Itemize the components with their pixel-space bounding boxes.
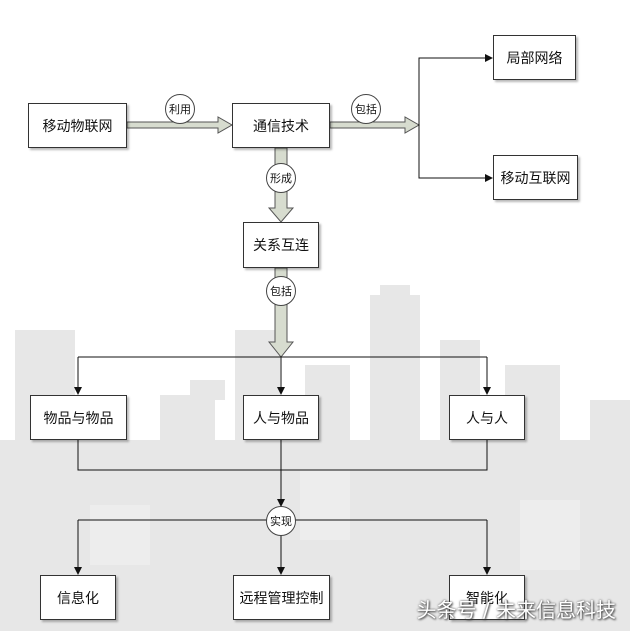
node-thing-thing: 物品与物品 bbox=[30, 395, 127, 440]
edge-label-realize: 实现 bbox=[266, 506, 296, 536]
node-remote-control: 远程管理控制 bbox=[233, 575, 330, 620]
connector-to-mobile-internet bbox=[418, 125, 493, 182]
node-mobile-internet: 移动互联网 bbox=[493, 155, 578, 200]
node-lan: 局部网络 bbox=[493, 35, 576, 80]
node-intelligence: 智能化 bbox=[449, 575, 525, 620]
block-arrow-iot-to-comm bbox=[126, 116, 234, 134]
block-arrow-comm-to-split bbox=[329, 116, 421, 134]
node-comm-tech: 通信技术 bbox=[232, 103, 330, 148]
edge-label-form: 形成 bbox=[266, 163, 296, 193]
edge-label-include-2: 包括 bbox=[266, 276, 296, 306]
connector-merge bbox=[77, 440, 488, 471]
connector-to-lan bbox=[418, 54, 493, 125]
edge-label-use: 利用 bbox=[165, 94, 195, 124]
node-person-person: 人与人 bbox=[449, 395, 525, 440]
edge-label-include-1: 包括 bbox=[351, 94, 381, 124]
node-person-thing: 人与物品 bbox=[243, 395, 319, 440]
node-mobile-iot: 移动物联网 bbox=[28, 103, 127, 148]
watermark-text: 头条号 / 未来信息科技 bbox=[416, 598, 616, 622]
node-informatization: 信息化 bbox=[40, 575, 116, 620]
node-interconnect: 关系互连 bbox=[243, 222, 319, 268]
